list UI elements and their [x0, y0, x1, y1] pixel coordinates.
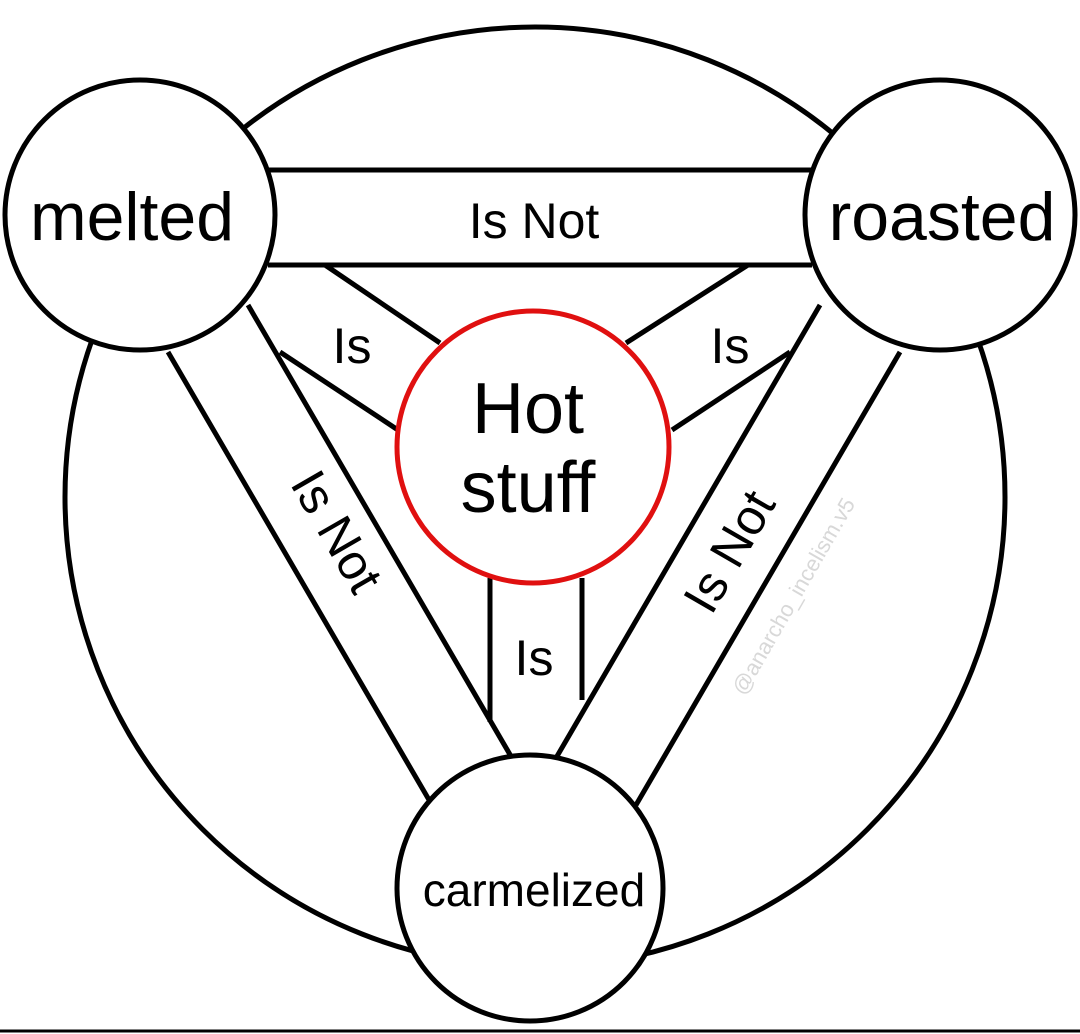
node-roasted [802, 77, 1078, 353]
edge-label-carmelized-center: Is [515, 630, 554, 686]
center-label-line1: Hot [472, 369, 584, 449]
edge-label-roasted-carmelized: Is Not [672, 481, 786, 622]
carmelized-label: carmelized [423, 864, 645, 916]
spoke-right-edge [670, 349, 792, 433]
band-left-edge [165, 350, 435, 807]
node-carmelized [394, 752, 666, 1024]
edge-label-melted-roasted: Is Not [469, 193, 600, 249]
edge-label-roasted-center: Is [711, 318, 750, 374]
spoke-left-edge [278, 349, 400, 433]
node-center [394, 308, 672, 586]
edge-label-melted-center: Is [333, 318, 372, 374]
edge-label-melted-carmelized: Is Not [280, 461, 394, 602]
band-left-edge [245, 303, 515, 760]
spoke-left-edge [323, 262, 442, 346]
roasted-label: roasted [829, 179, 1056, 255]
melted-label: melted [30, 179, 234, 255]
band-right-edge [553, 303, 823, 760]
center-label-line2: stuff [461, 448, 597, 528]
spoke-right-edge [624, 262, 750, 346]
node-melted [2, 77, 278, 353]
band-right-edge [633, 350, 903, 807]
